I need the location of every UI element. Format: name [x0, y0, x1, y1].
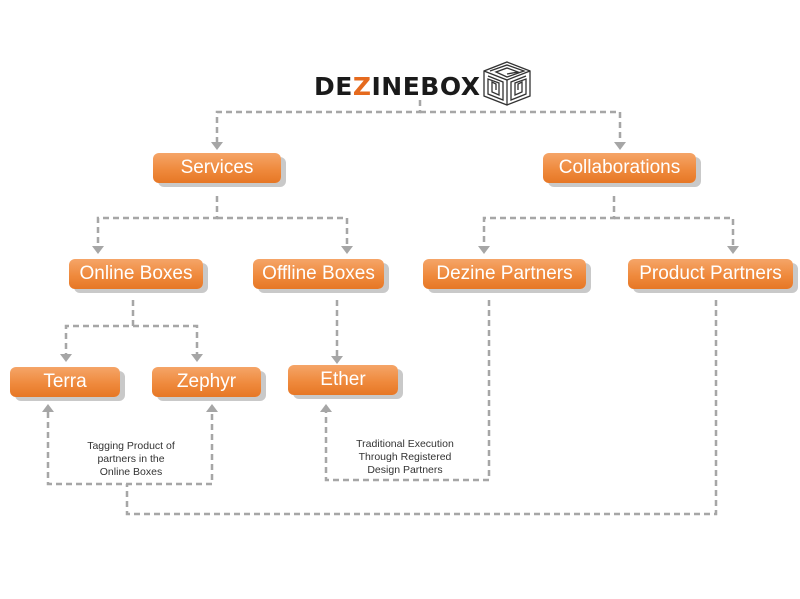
- logo-text-start: DE: [314, 72, 353, 101]
- arrow-terra: [60, 354, 72, 362]
- annotation-tagging-line-3: Online Boxes: [99, 466, 163, 478]
- node-offline-boxes: Offline Boxes: [253, 259, 384, 289]
- connector-logo-to-collaborations: [420, 110, 622, 142]
- connector-services-split: [96, 196, 219, 246]
- node-collaborations: Collaborations: [543, 153, 696, 183]
- annotation-traditional: Traditional Execution Through Registered…: [340, 438, 470, 477]
- spiral-cube-icon: [483, 61, 531, 106]
- annotation-tagging: Tagging Product of partners in the Onlin…: [72, 440, 190, 479]
- annotation-traditional-line-1: Traditional Execution: [356, 438, 454, 450]
- arrow-dezine-partners: [478, 246, 490, 254]
- connector-online-split: [64, 300, 135, 354]
- arrow-terra-up: [42, 404, 54, 412]
- arrow-product-partners: [727, 246, 739, 254]
- annotation-traditional-line-2: Through Registered: [358, 451, 452, 463]
- node-services: Services: [153, 153, 281, 183]
- annotation-tagging-line-2: partners in the: [97, 453, 165, 465]
- node-online-boxes: Online Boxes: [69, 259, 203, 289]
- logo-text-end: INEBOX: [371, 72, 481, 101]
- logo-wordmark: DEZINEBOX: [314, 72, 480, 101]
- connector-services-offline: [217, 216, 349, 246]
- connector-tagging-bracket: [46, 412, 214, 486]
- node-ether: Ether: [288, 365, 398, 395]
- logo-text-accent: Z: [352, 72, 372, 101]
- arrow-offline-boxes: [341, 246, 353, 254]
- annotation-tagging-line-1: Tagging Product of: [87, 440, 175, 452]
- connector-product-loop: [125, 300, 718, 516]
- node-zephyr: Zephyr: [152, 367, 261, 397]
- annotation-traditional-line-3: Design Partners: [367, 464, 443, 476]
- connector-online-zephyr: [133, 324, 199, 354]
- arrow-zephyr-up: [206, 404, 218, 412]
- arrow-collaborations: [614, 142, 626, 150]
- node-terra: Terra: [10, 367, 120, 397]
- connector-collab-product: [614, 216, 735, 246]
- connector-dezine-to-ether: [324, 300, 491, 482]
- arrow-ether-up: [320, 404, 332, 412]
- node-dezine-partners: Dezine Partners: [423, 259, 586, 289]
- arrow-ether: [331, 356, 343, 364]
- arrow-online-boxes: [92, 246, 104, 254]
- arrow-zephyr: [191, 354, 203, 362]
- connector-collab-split: [482, 196, 616, 246]
- arrow-services: [211, 142, 223, 150]
- connector-logo-to-top: [215, 100, 422, 142]
- node-product-partners: Product Partners: [628, 259, 793, 289]
